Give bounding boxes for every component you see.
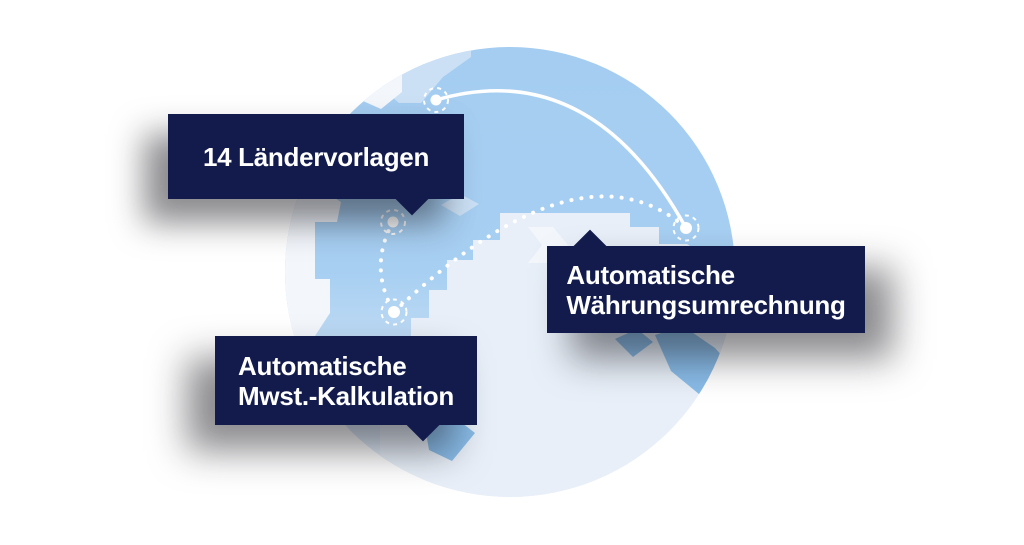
- landmass-small-center: [441, 194, 479, 216]
- connection-path-dotted-2: [392, 194, 688, 314]
- connection-arc-solid: [435, 88, 688, 229]
- callout-waehrungsumrechnung: Automatische Währungsumrechnung: [547, 229, 865, 333]
- callout-label-line2: Mwst.-Kalkulation: [238, 380, 454, 411]
- connection-point: [380, 298, 408, 326]
- callout-label: Automatische Währungsumrechnung: [566, 260, 845, 320]
- connection-points: [380, 87, 700, 326]
- callout-label-line1: Automatische: [566, 259, 735, 290]
- callout-mwst-kalkulation: Automatische Mwst.-Kalkulation: [215, 336, 477, 442]
- connection-point: [423, 87, 449, 113]
- callout-label: 14 Ländervorlagen: [202, 141, 430, 172]
- landmass-west-crescent: [285, 179, 331, 339]
- connection-path-dotted-1: [378, 220, 396, 314]
- connection-point: [380, 209, 406, 235]
- landmass-east-small-blue: [615, 329, 653, 357]
- connection-point: [672, 214, 700, 242]
- callout-label-line1: Automatische: [238, 350, 407, 381]
- callout-label-line2: Währungsumrechnung: [566, 289, 846, 320]
- callout-label: Automatische Mwst.-Kalkulation: [238, 351, 454, 411]
- landmass-small-west: [303, 193, 341, 222]
- callout-laendervorlagen: 14 Ländervorlagen: [168, 114, 464, 216]
